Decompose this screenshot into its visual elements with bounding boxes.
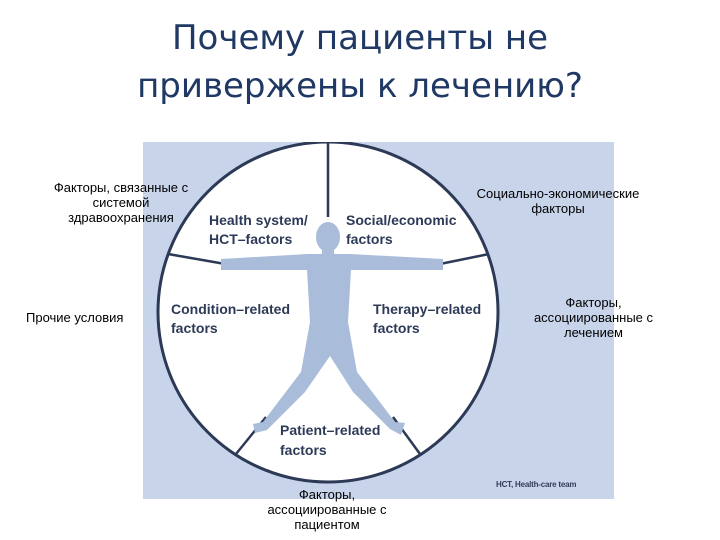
caption-health-system-line1: Факторы, связанные с bbox=[53, 180, 189, 195]
sector-dividers bbox=[167, 142, 490, 455]
caption-health-system: Факторы, связанные с системой здравоохра… bbox=[36, 180, 206, 225]
page-title: Почему пациенты не привержены к лечению? bbox=[0, 14, 720, 110]
caption-health-system-line3: здравоохранения bbox=[68, 210, 174, 225]
sector-therapy-line2: factors bbox=[373, 320, 420, 336]
sector-health-system-line1: Health system/ bbox=[209, 212, 308, 228]
sector-social-line1: Social/economic bbox=[346, 212, 457, 228]
title-line-2: привержены к лечению? bbox=[137, 66, 583, 106]
caption-social-line1: Социально-экономические bbox=[476, 186, 640, 201]
adherence-factors-diagram: Health system/ HCT–factors Social/econom… bbox=[156, 142, 500, 484]
caption-therapy-line3: лечением bbox=[564, 325, 623, 340]
sector-patient-line1: Patient–related bbox=[280, 422, 380, 438]
figure-head bbox=[316, 222, 340, 252]
caption-patient-line3: пациентом bbox=[294, 517, 360, 532]
caption-other: Прочие условия bbox=[26, 310, 124, 325]
caption-patient-line2: ассоциированные с bbox=[267, 502, 387, 517]
caption-therapy: Факторы, ассоциированные с лечением bbox=[516, 295, 671, 340]
caption-therapy-line1: Факторы, bbox=[565, 295, 622, 310]
diagram-footnote: HCT, Health-care team bbox=[496, 480, 577, 489]
caption-social-line2: факторы bbox=[531, 201, 585, 216]
human-figure bbox=[221, 222, 443, 435]
sector-health-system-line2: HCT–factors bbox=[209, 231, 292, 247]
sector-condition-line1: Condition–related bbox=[171, 301, 290, 317]
divider-left bbox=[167, 252, 232, 267]
caption-therapy-line2: ассоциированные с bbox=[533, 310, 654, 325]
sector-therapy-line1: Therapy–related bbox=[373, 301, 481, 317]
divider-right bbox=[434, 252, 490, 267]
caption-patient: Факторы, ассоциированные с пациентом bbox=[252, 487, 402, 532]
sector-social-line2: factors bbox=[346, 231, 393, 247]
sector-condition-line2: factors bbox=[171, 320, 218, 336]
sector-patient-line2: factors bbox=[280, 442, 327, 458]
title-line-1: Почему пациенты не bbox=[171, 18, 548, 58]
caption-health-system-line2: системой bbox=[92, 195, 150, 210]
figure-body bbox=[221, 254, 443, 435]
caption-social: Социально-экономические факторы bbox=[458, 186, 658, 216]
caption-patient-line1: Факторы, bbox=[298, 487, 356, 502]
